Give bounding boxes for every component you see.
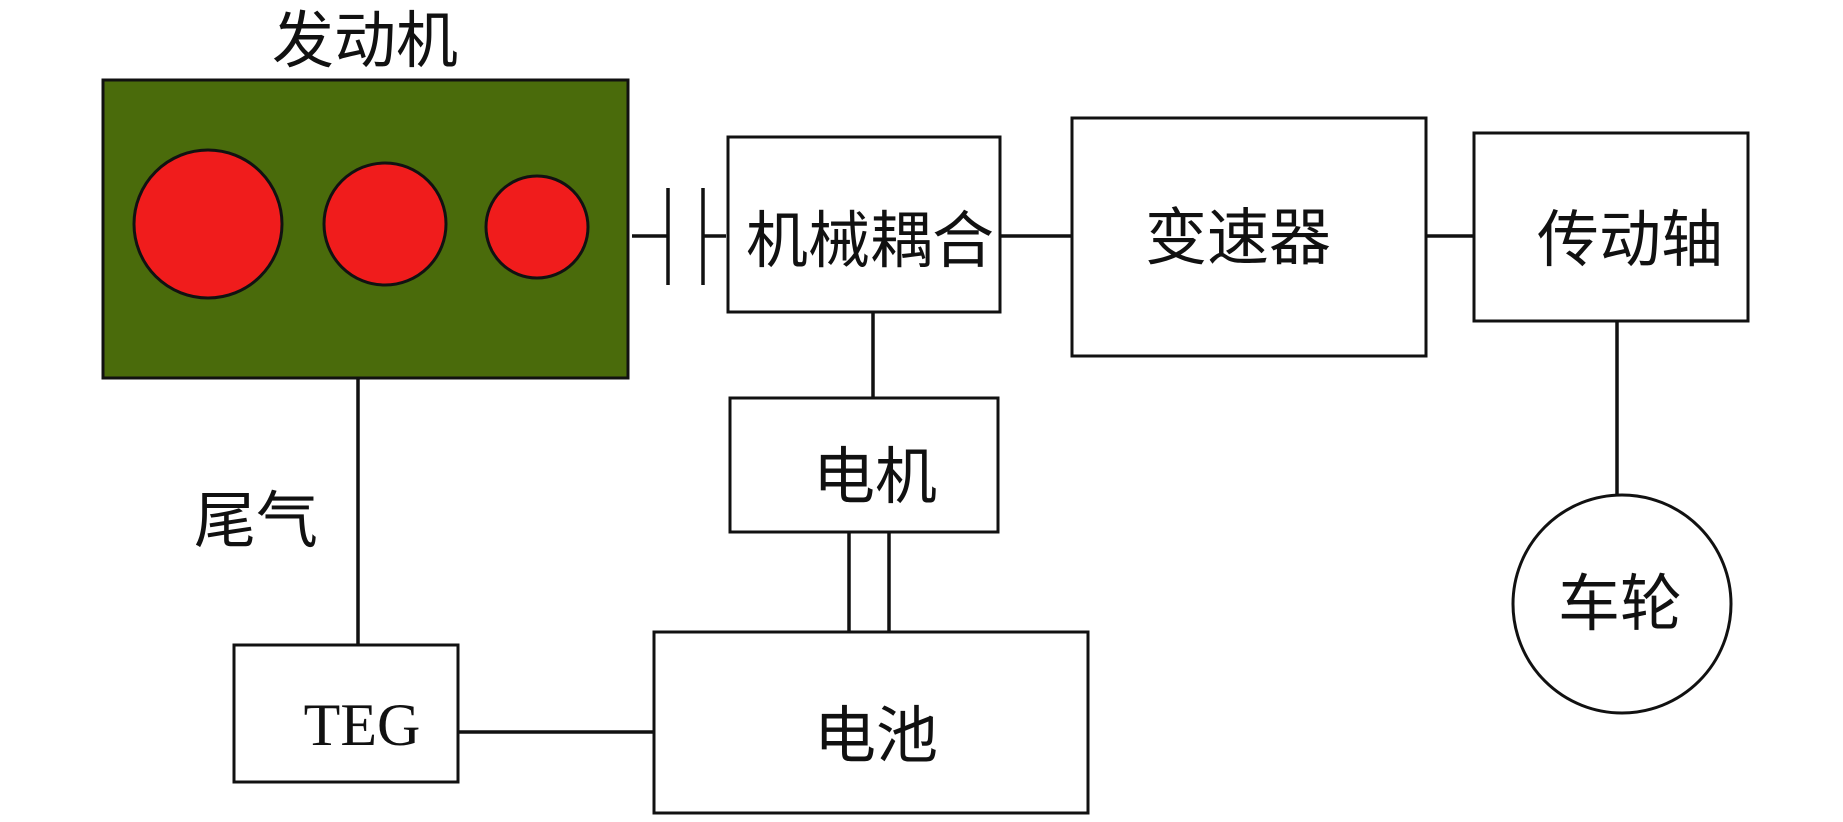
engine-cylinder [322,161,448,287]
engine-block [101,78,630,380]
transmission-label: 变速器 [1145,201,1331,274]
coupling-box [726,135,1002,314]
teg-box [232,643,460,784]
teg-label: TEG [304,692,421,758]
motor-label: 电机 [813,440,937,513]
coupling-label: 机械耦合 [746,204,994,277]
engine-label: 发动机 [272,4,458,77]
driveshaft-box [1472,131,1750,323]
engine-cylinder [484,174,590,280]
battery-box [652,630,1090,815]
motor-box [728,396,1000,534]
wheel-circle [1511,493,1733,715]
exhaust-label: 尾气 [194,484,318,557]
wheel-label: 车轮 [1558,567,1682,640]
driveshaft-label: 传动轴 [1537,203,1723,276]
battery-label: 电池 [814,699,938,772]
connectors [356,188,1619,734]
transmission-box [1070,116,1428,358]
engine-cylinder [132,148,284,300]
